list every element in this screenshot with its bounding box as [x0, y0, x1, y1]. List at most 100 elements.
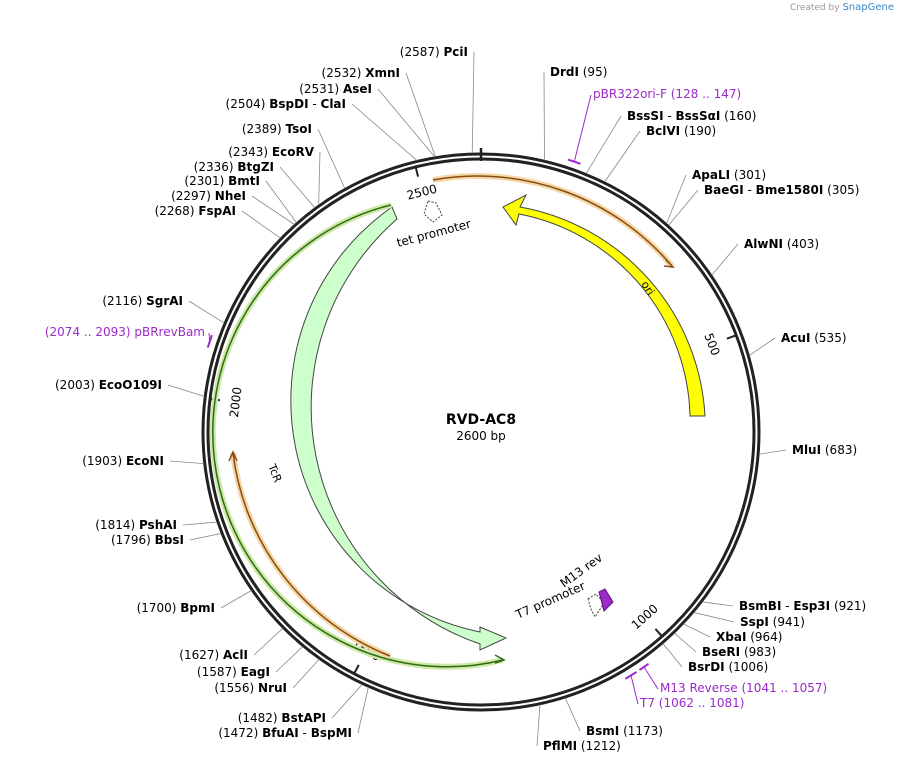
enzyme-bfuai[interactable]: (1472) BfuAI - BspMI [218, 726, 352, 740]
leader-pshai [182, 521, 217, 526]
feature-ori[interactable]: ori [502, 193, 706, 417]
tick-mark-1500 [353, 664, 360, 674]
t7-promoter-label: T7 promoter [513, 579, 588, 623]
leader-acli [253, 628, 284, 656]
enzyme-sspi[interactable]: SspI (941) [740, 615, 805, 629]
leader-bbsi [189, 533, 222, 541]
enzyme-ecorv[interactable]: (2343) EcoRV [228, 145, 315, 159]
leader-sgrai [188, 300, 225, 324]
leader-bpmi [220, 590, 252, 609]
leader-bsmbi [702, 601, 734, 607]
orf-tcr-green [209, 202, 506, 670]
enzyme-nhei[interactable]: (2297) NheI [171, 189, 246, 203]
ori-label: ori [638, 279, 657, 298]
enzyme-drdi[interactable]: DrdI (95) [550, 65, 607, 79]
leader-sspi [693, 612, 735, 623]
tick-label-2500: 2500 [405, 182, 438, 203]
enzyme-bmti[interactable]: (2301) BmtI [184, 174, 260, 188]
snapgene-credit: Created by SnapGene [790, 2, 894, 13]
plasmid-name: RVD-AC8 [446, 412, 516, 428]
leader-bsssi [585, 115, 622, 174]
enzyme-pshai[interactable]: (1814) PshAI [95, 518, 177, 532]
leader-eagi [275, 646, 303, 673]
enzyme-labels: (2587) PciI(2532) XmnI (2531) AseI(2504) … [45, 45, 866, 753]
enzyme-acui[interactable]: AcuI (535) [781, 331, 847, 345]
enzyme-bsrdi[interactable]: BsrDI (1006) [688, 660, 768, 674]
enzyme-xbai[interactable]: XbaI (964) [716, 630, 783, 644]
enzyme-acli[interactable]: (1627) AclI [179, 648, 248, 662]
leader-nhei [251, 195, 295, 225]
tick-mark-1000 [654, 628, 663, 637]
enzyme-pcii[interactable]: (2587) PciI [400, 45, 468, 59]
leader-bstapi [331, 684, 363, 719]
enzyme-sgrai[interactable]: (2116) SgrAI [102, 294, 183, 308]
leader-apali [666, 174, 687, 224]
leader-bsrdi [662, 643, 683, 668]
created-by-text: Created by [790, 3, 840, 13]
primer-pbrrevbam[interactable]: (2074 .. 2093) pBRrevBam [45, 325, 213, 348]
enzyme-mlui[interactable]: MluI (683) [792, 443, 857, 457]
leader-nrui [292, 659, 320, 689]
enzyme-asei[interactable]: (2531) AseI [299, 82, 372, 96]
leader-ecorv [318, 151, 321, 206]
leader-bsmi [564, 697, 581, 732]
svg-text:pBR322ori-F (128 .. 147): pBR322ori-F (128 .. 147) [593, 87, 741, 101]
plasmid-size: 2600 bp [456, 429, 506, 443]
enzyme-apali[interactable]: ApaLI (301) [692, 168, 766, 182]
svg-text:T7 (1062 .. 1081): T7 (1062 .. 1081) [639, 696, 744, 710]
tick-label-2000: 2000 [227, 386, 245, 418]
feature-tet-promoter[interactable]: tet promoter [395, 200, 473, 250]
feature-m13-rev[interactable]: M13 rev [558, 551, 614, 612]
leader-bmti [265, 180, 297, 223]
enzyme-bseri[interactable]: BseRI (983) [702, 645, 776, 659]
svg-text:(2074 .. 2093) pBRrevBam: (2074 .. 2093) pBRrevBam [45, 325, 205, 339]
tick-label-500: 500 [701, 331, 722, 357]
primer-m13-reverse[interactable]: M13 Reverse (1041 .. 1057) [638, 662, 827, 695]
feature-t7-promoter[interactable]: T7 promoter [513, 579, 605, 623]
enzyme-bpmi[interactable]: (1700) BpmI [137, 601, 215, 615]
leader-asei [377, 88, 436, 158]
enzyme-alwni[interactable]: AlwNI (403) [744, 237, 819, 251]
leader-alwni [711, 243, 739, 276]
enzyme-bstapi[interactable]: (1482) BstAPI [238, 711, 326, 725]
leader-econi [169, 460, 204, 465]
enzyme-bclvi[interactable]: BclVI (190) [646, 124, 716, 138]
leader-baegi [668, 189, 699, 226]
leader-bclvi [604, 130, 641, 183]
tick-mark-2500 [414, 167, 420, 177]
enzyme-bsssi[interactable]: BssSI - BssSαI (160) [627, 109, 756, 123]
leader-fspai [241, 210, 281, 239]
tcr-label: TcR [265, 461, 285, 484]
enzyme-bsmi[interactable]: BsmI (1173) [586, 724, 663, 738]
snapgene-logo-text: SnapGene [842, 2, 894, 13]
tick-mark-500 [726, 334, 736, 340]
enzyme-bspdi[interactable]: (2504) BspDI - ClaI [226, 97, 346, 111]
enzyme-nrui[interactable]: (1556) NruI [214, 681, 287, 695]
enzyme-eagi[interactable]: (1587) EagI [197, 665, 270, 679]
enzyme-leader-lines [167, 51, 787, 747]
orf-ori-orange [432, 173, 676, 268]
enzyme-bbsi[interactable]: (1796) BbsI [111, 533, 184, 547]
leader-mlui [759, 449, 787, 455]
enzyme-econi[interactable]: (1903) EcoNI [82, 454, 164, 468]
orf-bottom-orange [228, 450, 392, 659]
enzyme-ecoo109i[interactable]: (2003) EcoO109I [55, 378, 162, 392]
primer-pbr322ori-f[interactable]: pBR322ori-F (128 .. 147) [567, 87, 741, 165]
enzyme-pflmi[interactable]: PflMI (1212) [543, 739, 621, 753]
leader-pflmi [536, 704, 541, 747]
enzyme-tsoi[interactable]: (2389) TsoI [242, 122, 312, 136]
enzyme-xmni[interactable]: (2532) XmnI [322, 66, 400, 80]
leader-xmni [405, 72, 436, 157]
enzyme-fspai[interactable]: (2268) FspAI [155, 204, 236, 218]
enzyme-bsmbi[interactable]: BsmBI - Esp3I (921) [739, 599, 866, 613]
leader-tsoi [317, 128, 346, 189]
enzyme-btgzi[interactable]: (2336) BtgZI [194, 160, 274, 174]
leader-bspdi [351, 103, 418, 161]
leader-bseri [674, 632, 697, 653]
tick-label-1000: 1000 [629, 602, 661, 633]
leader-btgzi [279, 166, 316, 209]
enzyme-baegi[interactable]: BaeGI - Bme1580I (305) [704, 183, 859, 197]
primer-t7[interactable]: T7 (1062 .. 1081) [624, 671, 744, 710]
leader-bfuai [357, 687, 369, 734]
